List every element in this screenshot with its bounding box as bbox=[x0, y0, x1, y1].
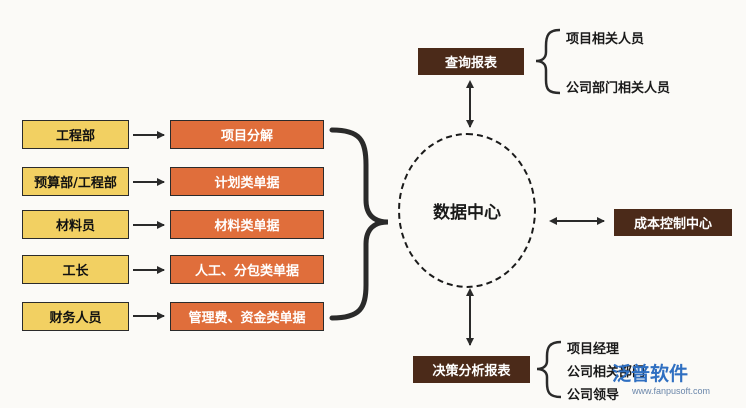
decision-report-box: 决策分析报表 bbox=[413, 356, 530, 383]
decision-item-company-leaders: 公司领导 bbox=[567, 388, 620, 403]
role-engineering: 工程部 bbox=[22, 120, 129, 149]
data-center-node: 数据中心 bbox=[398, 133, 536, 288]
query-item-project-staff: 项目相关人员 bbox=[566, 32, 645, 47]
role-foreman: 工长 bbox=[22, 255, 129, 284]
role-finance: 财务人员 bbox=[22, 302, 129, 331]
doc-labor-subcontract-forms: 人工、分包类单据 bbox=[170, 255, 324, 284]
role-materials: 材料员 bbox=[22, 210, 129, 239]
cost-control-center-box: 成本控制中心 bbox=[614, 209, 732, 236]
decision-item-project-manager: 项目经理 bbox=[567, 342, 620, 357]
doc-management-fund-forms: 管理费、资金类单据 bbox=[170, 302, 324, 331]
doc-project-breakdown: 项目分解 bbox=[170, 120, 324, 149]
watermark-url: www.fanpusoft.com bbox=[632, 386, 711, 396]
big-brace bbox=[329, 127, 389, 321]
query-item-dept-staff: 公司部门相关人员 bbox=[566, 81, 671, 96]
query-report-box: 查询报表 bbox=[418, 48, 524, 75]
decision-item-company-depts: 公司相关部门 bbox=[567, 365, 646, 380]
doc-plan-forms: 计划类单据 bbox=[170, 167, 324, 196]
doc-material-forms: 材料类单据 bbox=[170, 210, 324, 239]
query-brace bbox=[535, 28, 561, 95]
watermark-logo: 泛普软件 bbox=[612, 363, 689, 385]
role-budget-engineering: 预算部/工程部 bbox=[22, 167, 129, 196]
data-center-label: 数据中心 bbox=[433, 203, 501, 223]
decision-brace bbox=[536, 340, 562, 399]
